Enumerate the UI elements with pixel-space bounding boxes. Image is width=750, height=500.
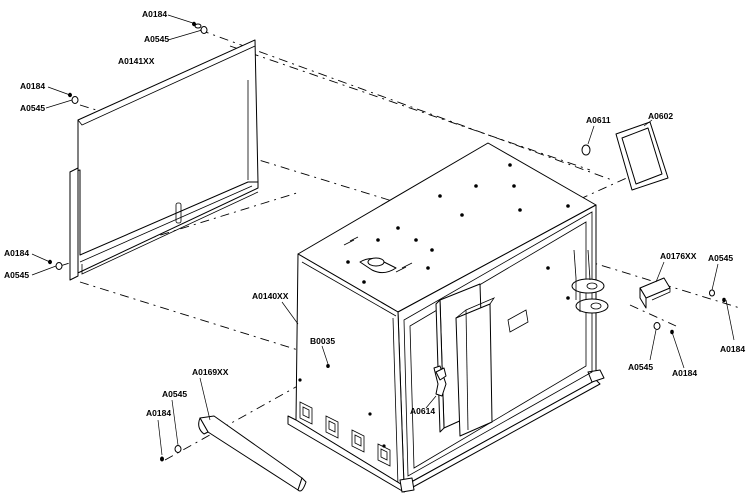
operating-lever-a0614 <box>425 365 447 409</box>
label-a0184-right-lower: A0184 <box>672 368 697 378</box>
part-labels: A0184 A0545 A0141XX A0184 A0545 A0184 A0… <box>4 9 745 418</box>
label-a0184-bottom-left: A0184 <box>146 408 171 418</box>
bracket-a0176xx <box>639 261 671 309</box>
label-a0169xx: A0169XX <box>192 367 229 377</box>
label-a0545-bottom-left: A0545 <box>162 389 187 399</box>
pin-b0035 <box>321 345 330 368</box>
cap-a0611 <box>581 125 595 156</box>
label-a0545-right-upper: A0545 <box>708 253 733 263</box>
label-a0184-right-upper: A0184 <box>720 344 745 354</box>
label-a0611: A0611 <box>586 115 611 125</box>
label-a0140xx: A0140XX <box>252 291 289 301</box>
label-b0035: B0035 <box>310 336 335 346</box>
assembly-axis-lines <box>59 29 741 461</box>
label-a0184-lower-left: A0184 <box>4 248 29 258</box>
cover-panel-a0141xx <box>69 39 259 281</box>
knockout-cutouts <box>298 378 391 467</box>
label-a0545-lower-left: A0545 <box>4 270 29 280</box>
washer-a0545-upper-left <box>45 96 79 109</box>
label-a0545-upper-left: A0545 <box>20 103 45 113</box>
screw-a0184-bottom-left <box>157 419 164 462</box>
label-a0184-upper-left: A0184 <box>20 81 45 91</box>
gasket-a0602 <box>615 119 669 191</box>
washer-a0545-right-lower <box>649 322 661 361</box>
label-a0184-top: A0184 <box>142 9 167 19</box>
label-a0545-top: A0545 <box>144 34 169 44</box>
screw-a0184-top <box>167 14 202 29</box>
screw-a0184-right-lower <box>670 329 685 369</box>
washer-a0545-lower-left <box>31 262 63 276</box>
hinge-lugs <box>571 249 609 314</box>
washer-a0545-bottom-left <box>171 399 182 453</box>
screw-a0184-lower-left <box>31 253 52 265</box>
label-a0545-right-lower: A0545 <box>628 362 653 372</box>
screw-a0184-right-upper <box>722 297 735 341</box>
screw-a0184-upper-left <box>47 86 72 98</box>
fasteners <box>31 14 735 462</box>
washer-a0545-top <box>167 26 208 41</box>
label-a0176xx: A0176XX <box>660 251 697 261</box>
enclosure-a0140xx <box>281 142 609 493</box>
label-a0141xx: A0141XX <box>118 56 155 66</box>
washer-a0545-right-upper <box>709 263 719 297</box>
cover-strip-a0169xx <box>198 377 307 492</box>
label-a0614: A0614 <box>410 406 435 416</box>
label-a0602: A0602 <box>648 111 673 121</box>
